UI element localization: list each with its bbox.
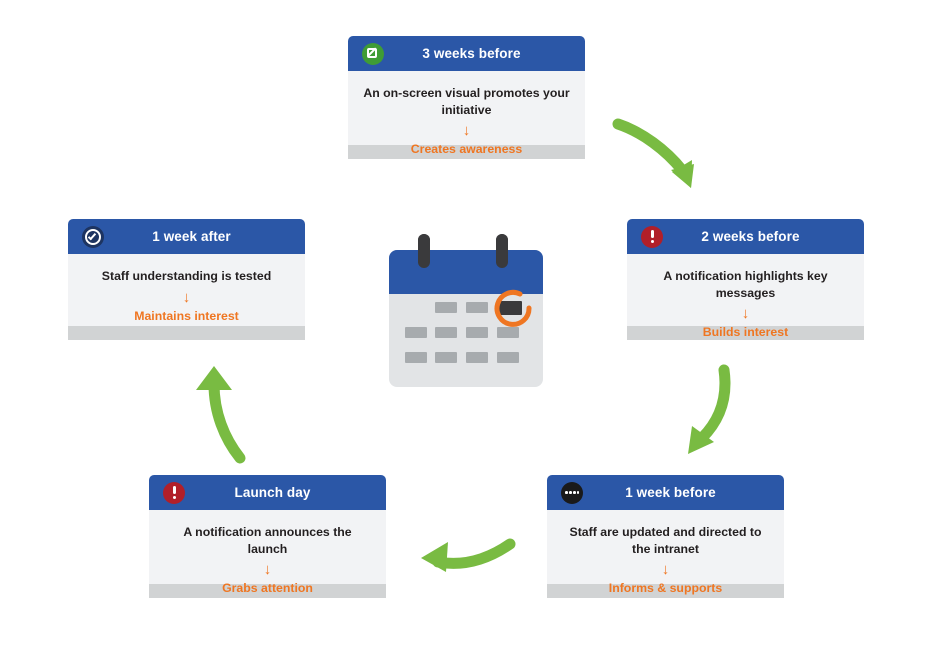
card-header: 1 week after — [68, 219, 305, 254]
card-footer — [149, 584, 386, 598]
card-body: An on-screen visual promotes your initia… — [348, 71, 585, 156]
card-description: Staff are updated and directed to the in… — [569, 525, 762, 556]
card-header: 3 weeks before — [348, 36, 585, 71]
down-arrow-icon: ↓ — [462, 122, 471, 140]
card-title: 2 weeks before — [701, 228, 800, 244]
card-header: 2 weeks before — [627, 219, 864, 254]
card-2-weeks-before[interactable]: 2 weeks before A notification highlights… — [627, 219, 864, 340]
down-arrow-icon: ↓ — [741, 305, 750, 323]
alert-icon — [641, 225, 663, 248]
compose-icon — [362, 42, 384, 65]
down-arrow-icon: ↓ — [661, 561, 670, 579]
card-1-week-after[interactable]: 1 week after Staff understanding is test… — [68, 219, 305, 340]
card-footer — [547, 584, 784, 598]
card-outcome: Maintains interest — [134, 308, 239, 323]
card-body: Staff understanding is tested ↓ Maintain… — [68, 254, 305, 326]
card-title: 1 week before — [625, 484, 716, 500]
card-3-weeks-before[interactable]: 3 weeks before An on-screen visual promo… — [348, 36, 585, 159]
card-body: Staff are updated and directed to the in… — [547, 510, 784, 595]
card-title: Launch day — [234, 484, 311, 500]
card-footer — [68, 326, 305, 340]
card-header: Launch day — [149, 475, 386, 510]
card-description: A notification announces the launch — [183, 525, 352, 556]
card-outcome: Builds interest — [702, 325, 789, 340]
card-title: 3 weeks before — [422, 45, 521, 61]
card-header: 1 week before — [547, 475, 784, 510]
card-outcome: Grabs attention — [222, 581, 313, 596]
calendar-icon — [389, 234, 543, 387]
flow-arrow-down-left-icon — [688, 364, 731, 454]
card-footer — [627, 326, 864, 340]
flow-arrow-up-icon — [196, 366, 246, 464]
dots-icon — [561, 481, 583, 504]
card-footer — [348, 145, 585, 159]
card-outcome: Informs & supports — [608, 581, 723, 596]
card-description: Staff understanding is tested — [101, 269, 272, 283]
card-body: A notification highlights key messages ↓… — [627, 254, 864, 339]
check-circle-icon — [82, 225, 104, 248]
card-body: A notification announces the launch ↓ Gr… — [149, 510, 386, 595]
flow-arrow-down-right-icon — [612, 118, 694, 188]
card-title: 1 week after — [152, 228, 231, 244]
card-1-week-before[interactable]: 1 week before Staff are updated and dire… — [547, 475, 784, 598]
card-outcome: Creates awareness — [410, 142, 523, 157]
card-description: A notification highlights key messages — [663, 269, 828, 300]
flow-arrow-left-icon — [421, 538, 516, 572]
alert-icon — [163, 481, 185, 504]
down-arrow-icon: ↓ — [263, 561, 272, 579]
down-arrow-icon: ↓ — [182, 288, 191, 306]
card-description: An on-screen visual promotes your initia… — [363, 86, 570, 117]
card-launch-day[interactable]: Launch day A notification announces the … — [149, 475, 386, 598]
